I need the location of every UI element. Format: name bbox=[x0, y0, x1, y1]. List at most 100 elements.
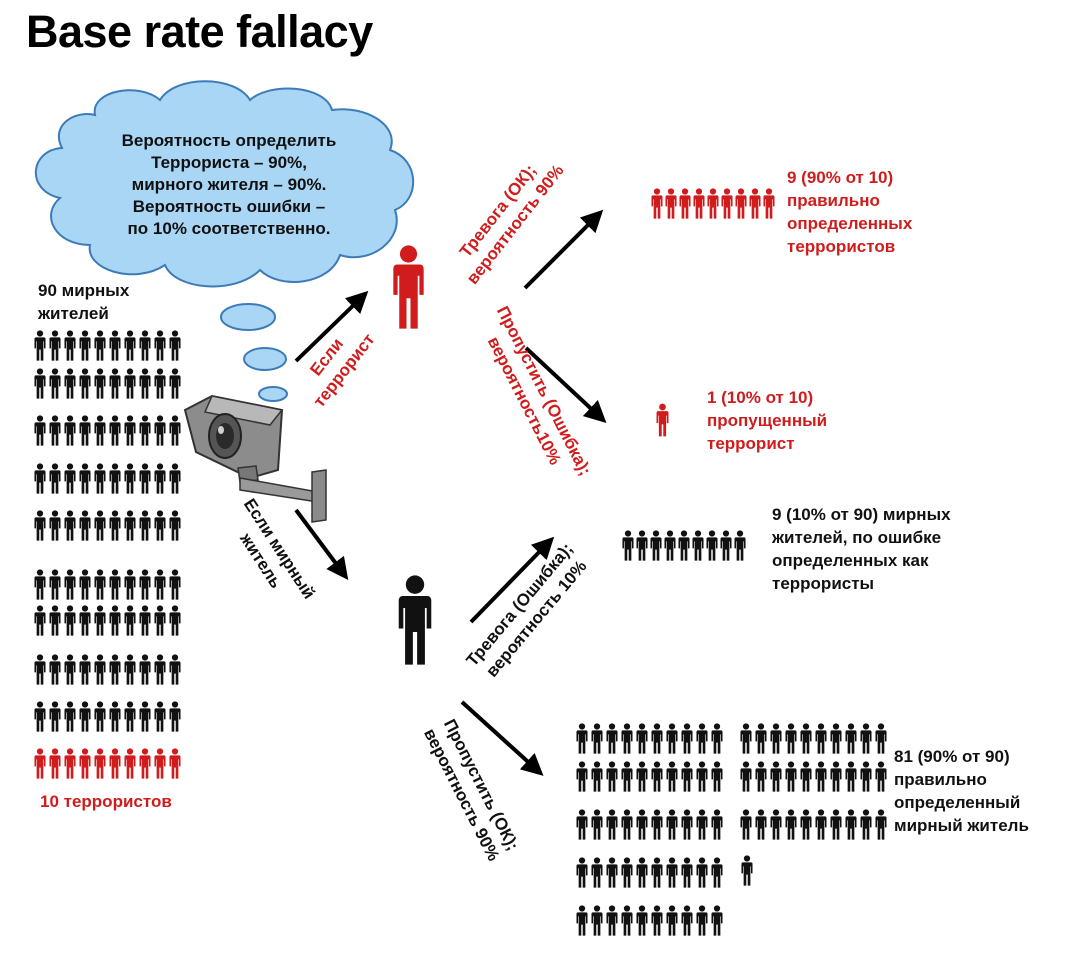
person-icon bbox=[154, 330, 166, 361]
person-icon bbox=[169, 330, 181, 361]
person-icon bbox=[711, 857, 723, 888]
label-line: террористы bbox=[772, 574, 875, 593]
person-icon bbox=[755, 761, 767, 792]
person-icon bbox=[109, 510, 121, 541]
civilian-row bbox=[34, 463, 181, 494]
person-icon bbox=[34, 748, 46, 779]
person-icon bbox=[34, 510, 46, 541]
person-icon bbox=[606, 761, 618, 792]
person-icon bbox=[711, 761, 723, 792]
person-icon bbox=[651, 857, 663, 888]
person-icon bbox=[636, 857, 648, 888]
person-icon bbox=[124, 748, 136, 779]
person-icon bbox=[755, 723, 767, 754]
person-icon bbox=[139, 415, 151, 446]
person-icon bbox=[621, 857, 633, 888]
label-line: 1 (10% от 10) bbox=[707, 388, 814, 407]
person-icon bbox=[79, 463, 91, 494]
civilian-row bbox=[740, 761, 887, 792]
person-icon bbox=[621, 723, 633, 754]
person-icon bbox=[696, 857, 708, 888]
person-icon bbox=[109, 569, 121, 600]
person-icon bbox=[79, 748, 91, 779]
person-icon bbox=[94, 654, 106, 685]
person-icon bbox=[49, 605, 61, 636]
person-icon bbox=[845, 761, 857, 792]
person-icon bbox=[875, 723, 887, 754]
person-icon bbox=[169, 748, 181, 779]
person-icon bbox=[124, 463, 136, 494]
person-icon bbox=[606, 723, 618, 754]
person-icon bbox=[79, 510, 91, 541]
arrow-terrorist-miss bbox=[524, 346, 607, 424]
missed-terrorist-label: 1 (10% от 10) пропущенный террорист bbox=[707, 386, 827, 455]
person-icon bbox=[636, 530, 648, 561]
person-icon bbox=[34, 654, 46, 685]
person-icon bbox=[94, 463, 106, 494]
person-icon bbox=[49, 748, 61, 779]
person-icon bbox=[154, 748, 166, 779]
person-icon bbox=[124, 415, 136, 446]
person-icon bbox=[49, 415, 61, 446]
person-icon bbox=[636, 761, 648, 792]
person-icon bbox=[815, 761, 827, 792]
person-icon bbox=[79, 701, 91, 732]
person-icon bbox=[64, 748, 76, 779]
person-icon bbox=[651, 809, 663, 840]
person-icon bbox=[621, 761, 633, 792]
person-icon bbox=[636, 809, 648, 840]
person-icon bbox=[666, 809, 678, 840]
person-icon bbox=[735, 188, 747, 219]
person-icon bbox=[64, 463, 76, 494]
person-icon bbox=[770, 723, 782, 754]
person-icon bbox=[109, 368, 121, 399]
person-icon bbox=[154, 605, 166, 636]
person-icon bbox=[576, 761, 588, 792]
civilian-row bbox=[34, 368, 181, 399]
person-icon bbox=[763, 188, 775, 219]
person-icon bbox=[666, 761, 678, 792]
person-icon bbox=[681, 723, 693, 754]
person-icon bbox=[860, 723, 872, 754]
person-icon bbox=[169, 510, 181, 541]
arrow-icon bbox=[294, 209, 607, 776]
person-icon bbox=[681, 809, 693, 840]
person-icon bbox=[64, 569, 76, 600]
person-icon bbox=[576, 857, 588, 888]
terrorists-label: 10 террористов bbox=[40, 792, 172, 811]
person-icon bbox=[109, 463, 121, 494]
person-icon bbox=[154, 569, 166, 600]
person-icon bbox=[693, 188, 705, 219]
person-icon bbox=[696, 905, 708, 936]
person-icon bbox=[706, 530, 718, 561]
person-icon bbox=[875, 761, 887, 792]
person-icon bbox=[606, 857, 618, 888]
person-icon bbox=[860, 809, 872, 840]
person-icon bbox=[64, 510, 76, 541]
civilian-row bbox=[576, 809, 723, 840]
person-icon bbox=[79, 569, 91, 600]
person-icon bbox=[875, 809, 887, 840]
person-icon bbox=[696, 809, 708, 840]
person-icon bbox=[34, 330, 46, 361]
cloud-line: Террориста – 90%, bbox=[151, 153, 307, 172]
person-icon bbox=[139, 701, 151, 732]
person-icon bbox=[696, 761, 708, 792]
civilian-row bbox=[34, 701, 181, 732]
person-icon bbox=[606, 809, 618, 840]
person-icon bbox=[139, 654, 151, 685]
person-icon bbox=[692, 530, 704, 561]
person-icon bbox=[770, 761, 782, 792]
person-icon bbox=[49, 701, 61, 732]
person-icon bbox=[109, 654, 121, 685]
label-line: мирный житель bbox=[894, 816, 1029, 835]
person-icon bbox=[124, 654, 136, 685]
person-icon bbox=[109, 415, 121, 446]
person-icon bbox=[49, 330, 61, 361]
label-line: жителей, по ошибке bbox=[772, 528, 942, 547]
person-icon bbox=[109, 605, 121, 636]
cloud-text: Вероятность определить Террориста – 90%,… bbox=[64, 130, 394, 240]
person-icon bbox=[34, 701, 46, 732]
person-icon bbox=[845, 723, 857, 754]
cloud-line: по 10% соответственно. bbox=[127, 219, 331, 238]
